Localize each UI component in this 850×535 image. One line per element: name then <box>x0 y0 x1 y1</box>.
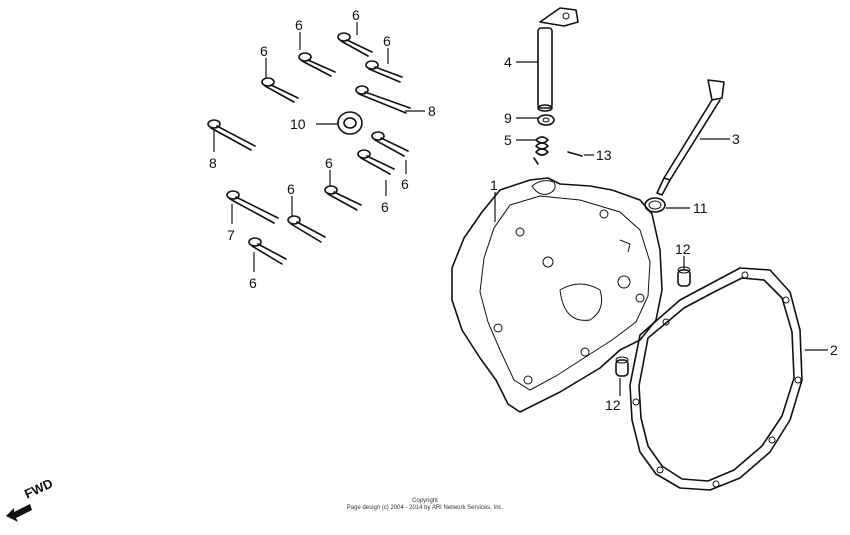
callout-6: 6 <box>287 181 295 197</box>
callout-6: 6 <box>383 33 391 49</box>
bolt <box>355 85 411 114</box>
callout-5: 5 <box>504 132 512 148</box>
callout-2: 2 <box>830 342 838 358</box>
callout-8: 8 <box>209 155 217 171</box>
callout-labels: 1 2 3 4 5 6 6 6 6 6 6 6 6 6 7 8 8 9 10 1… <box>209 7 838 413</box>
bolt-group <box>207 32 411 265</box>
callout-1: 1 <box>490 177 498 193</box>
spindle-shaft <box>537 7 579 112</box>
callout-6: 6 <box>325 155 333 171</box>
bolt <box>261 77 299 103</box>
washer <box>537 114 555 126</box>
bolt <box>324 185 362 211</box>
forward-arrow-icon <box>6 504 32 522</box>
bolt <box>287 215 326 243</box>
callout-8: 8 <box>428 103 436 119</box>
copyright-line: Copyright <box>412 498 438 504</box>
bolt <box>337 32 373 57</box>
callout-6: 6 <box>249 275 257 291</box>
leader-lines <box>213 22 828 396</box>
callout-12: 12 <box>675 241 691 257</box>
bolt <box>248 237 287 265</box>
callout-6: 6 <box>260 43 268 59</box>
oil-gauge <box>656 79 725 196</box>
callout-6: 6 <box>401 176 409 192</box>
bolt <box>357 149 395 175</box>
bolt <box>226 190 279 224</box>
callout-6: 6 <box>352 7 360 23</box>
callout-4: 4 <box>504 54 512 70</box>
dowel-pin <box>615 356 629 377</box>
callout-12: 12 <box>605 397 621 413</box>
callout-6: 6 <box>295 17 303 33</box>
copyright-notice: Page design (c) 2004 - 2014 by ARI Netwo… <box>346 505 504 511</box>
bolt <box>207 119 256 151</box>
callout-6: 6 <box>381 199 389 215</box>
callout-10: 10 <box>290 116 306 132</box>
spring <box>533 136 549 165</box>
bolt <box>298 52 336 77</box>
oil-seal <box>337 111 363 135</box>
callout-13: 13 <box>596 147 612 163</box>
pin <box>567 151 583 157</box>
callout-9: 9 <box>504 110 512 126</box>
callout-3: 3 <box>732 131 740 147</box>
bolt <box>371 131 409 157</box>
callout-7: 7 <box>227 227 235 243</box>
callout-11: 11 <box>693 200 708 216</box>
gasket <box>629 267 803 491</box>
crankcase-cover <box>451 177 663 413</box>
bolt <box>365 60 403 83</box>
